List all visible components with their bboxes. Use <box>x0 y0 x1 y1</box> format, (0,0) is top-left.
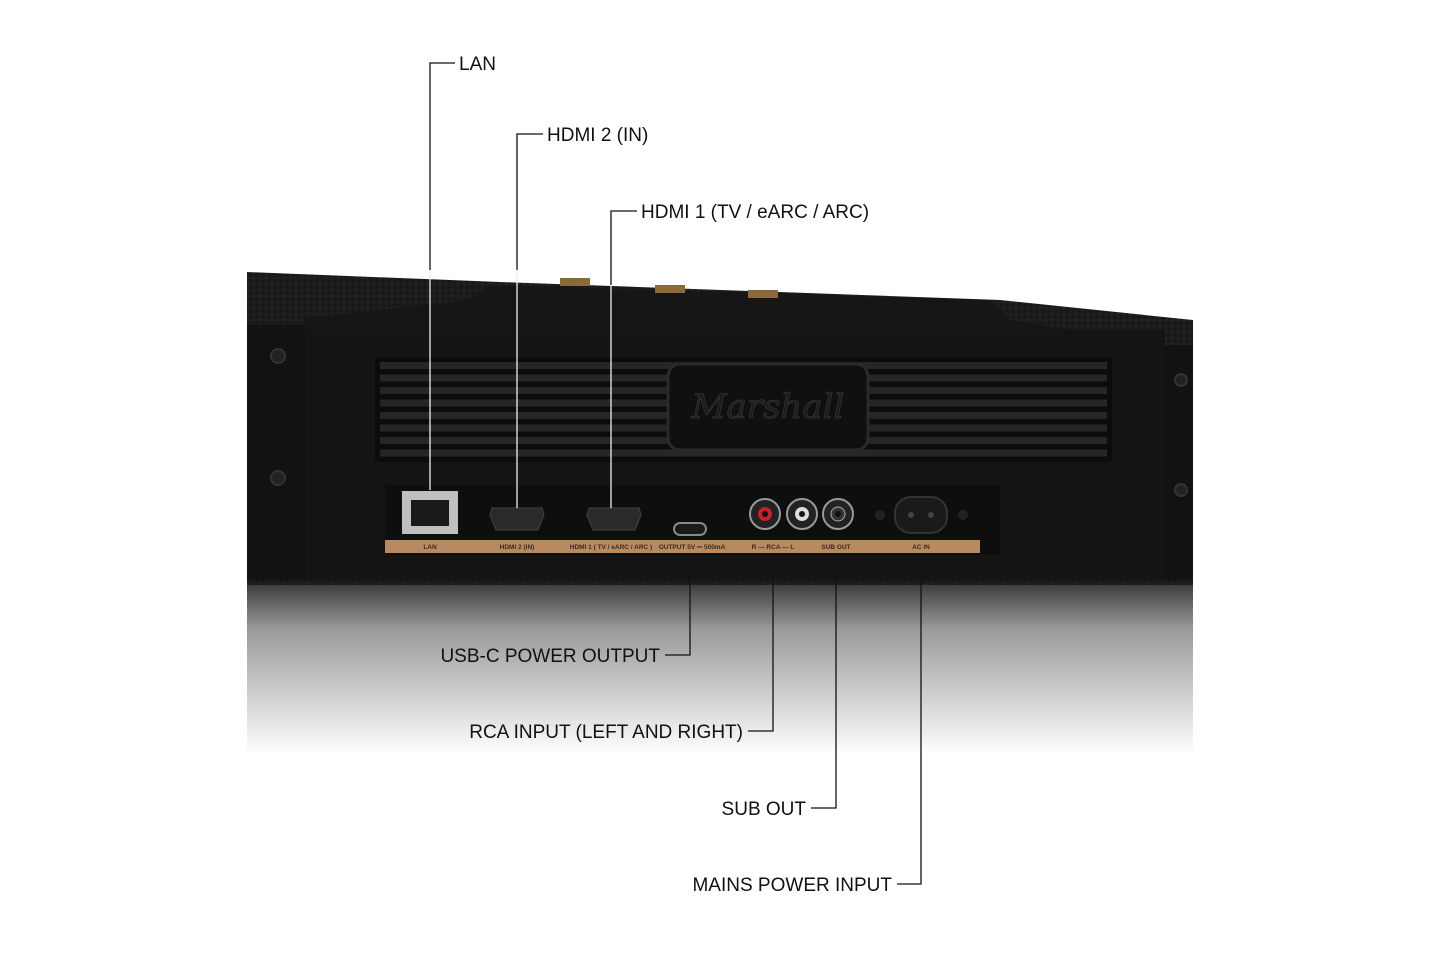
hdmi1-port[interactable] <box>586 507 642 531</box>
rca-right-port[interactable] <box>749 498 781 530</box>
leader-line-rca <box>748 555 774 732</box>
port-label-hdmi1: HDMI 1 ( TV / eARC / ARC ) <box>570 544 652 551</box>
leader-line-mains <box>897 555 922 885</box>
callout-usbc: USB-C POWER OUTPUT <box>440 646 660 667</box>
rca-left-port[interactable] <box>786 498 818 530</box>
top-knob <box>560 278 590 286</box>
port-label-hdmi2: HDMI 2 (IN) <box>500 544 535 551</box>
leader-line-hdmi1 <box>610 210 637 285</box>
label-strip <box>385 540 980 553</box>
screw-icon <box>1174 483 1188 497</box>
logo-plate <box>666 362 870 452</box>
usbc-port[interactable] <box>673 522 707 536</box>
port-label-ac: AC IN <box>912 544 930 551</box>
port-label-lan: LAN <box>423 544 437 551</box>
floor-reflection <box>247 575 1193 755</box>
callout-lan: LAN <box>459 54 496 75</box>
hdmi2-port[interactable] <box>489 507 545 531</box>
leader-line-hdmi2 <box>516 133 543 270</box>
top-knob <box>748 290 778 298</box>
port-label-sub: SUB OUT <box>821 544 850 551</box>
callout-hdmi2: HDMI 2 (IN) <box>547 125 648 146</box>
marshall-logo: Marshall <box>691 387 845 427</box>
callout-mains: MAINS POWER INPUT <box>692 875 892 896</box>
screw-icon <box>270 470 286 486</box>
ac-in-port[interactable] <box>875 496 968 534</box>
leader-line-sub <box>811 555 837 809</box>
top-knob <box>655 285 685 293</box>
grille-slot <box>380 449 1107 457</box>
leader-line-lan <box>429 62 455 270</box>
screw-icon <box>270 348 286 364</box>
callout-rca: RCA INPUT (LEFT AND RIGHT) <box>469 722 743 743</box>
callout-hdmi1: HDMI 1 (TV / eARC / ARC) <box>641 202 869 223</box>
leader-line-usbc <box>665 555 691 656</box>
screw-icon <box>1174 373 1188 387</box>
port-label-rca: R — RCA — L <box>752 544 795 551</box>
port-label-usb: OUTPUT 5V ⎓ 500mA <box>659 544 726 551</box>
callout-sub: SUB OUT <box>722 799 807 820</box>
sub-out-port[interactable] <box>822 498 854 530</box>
